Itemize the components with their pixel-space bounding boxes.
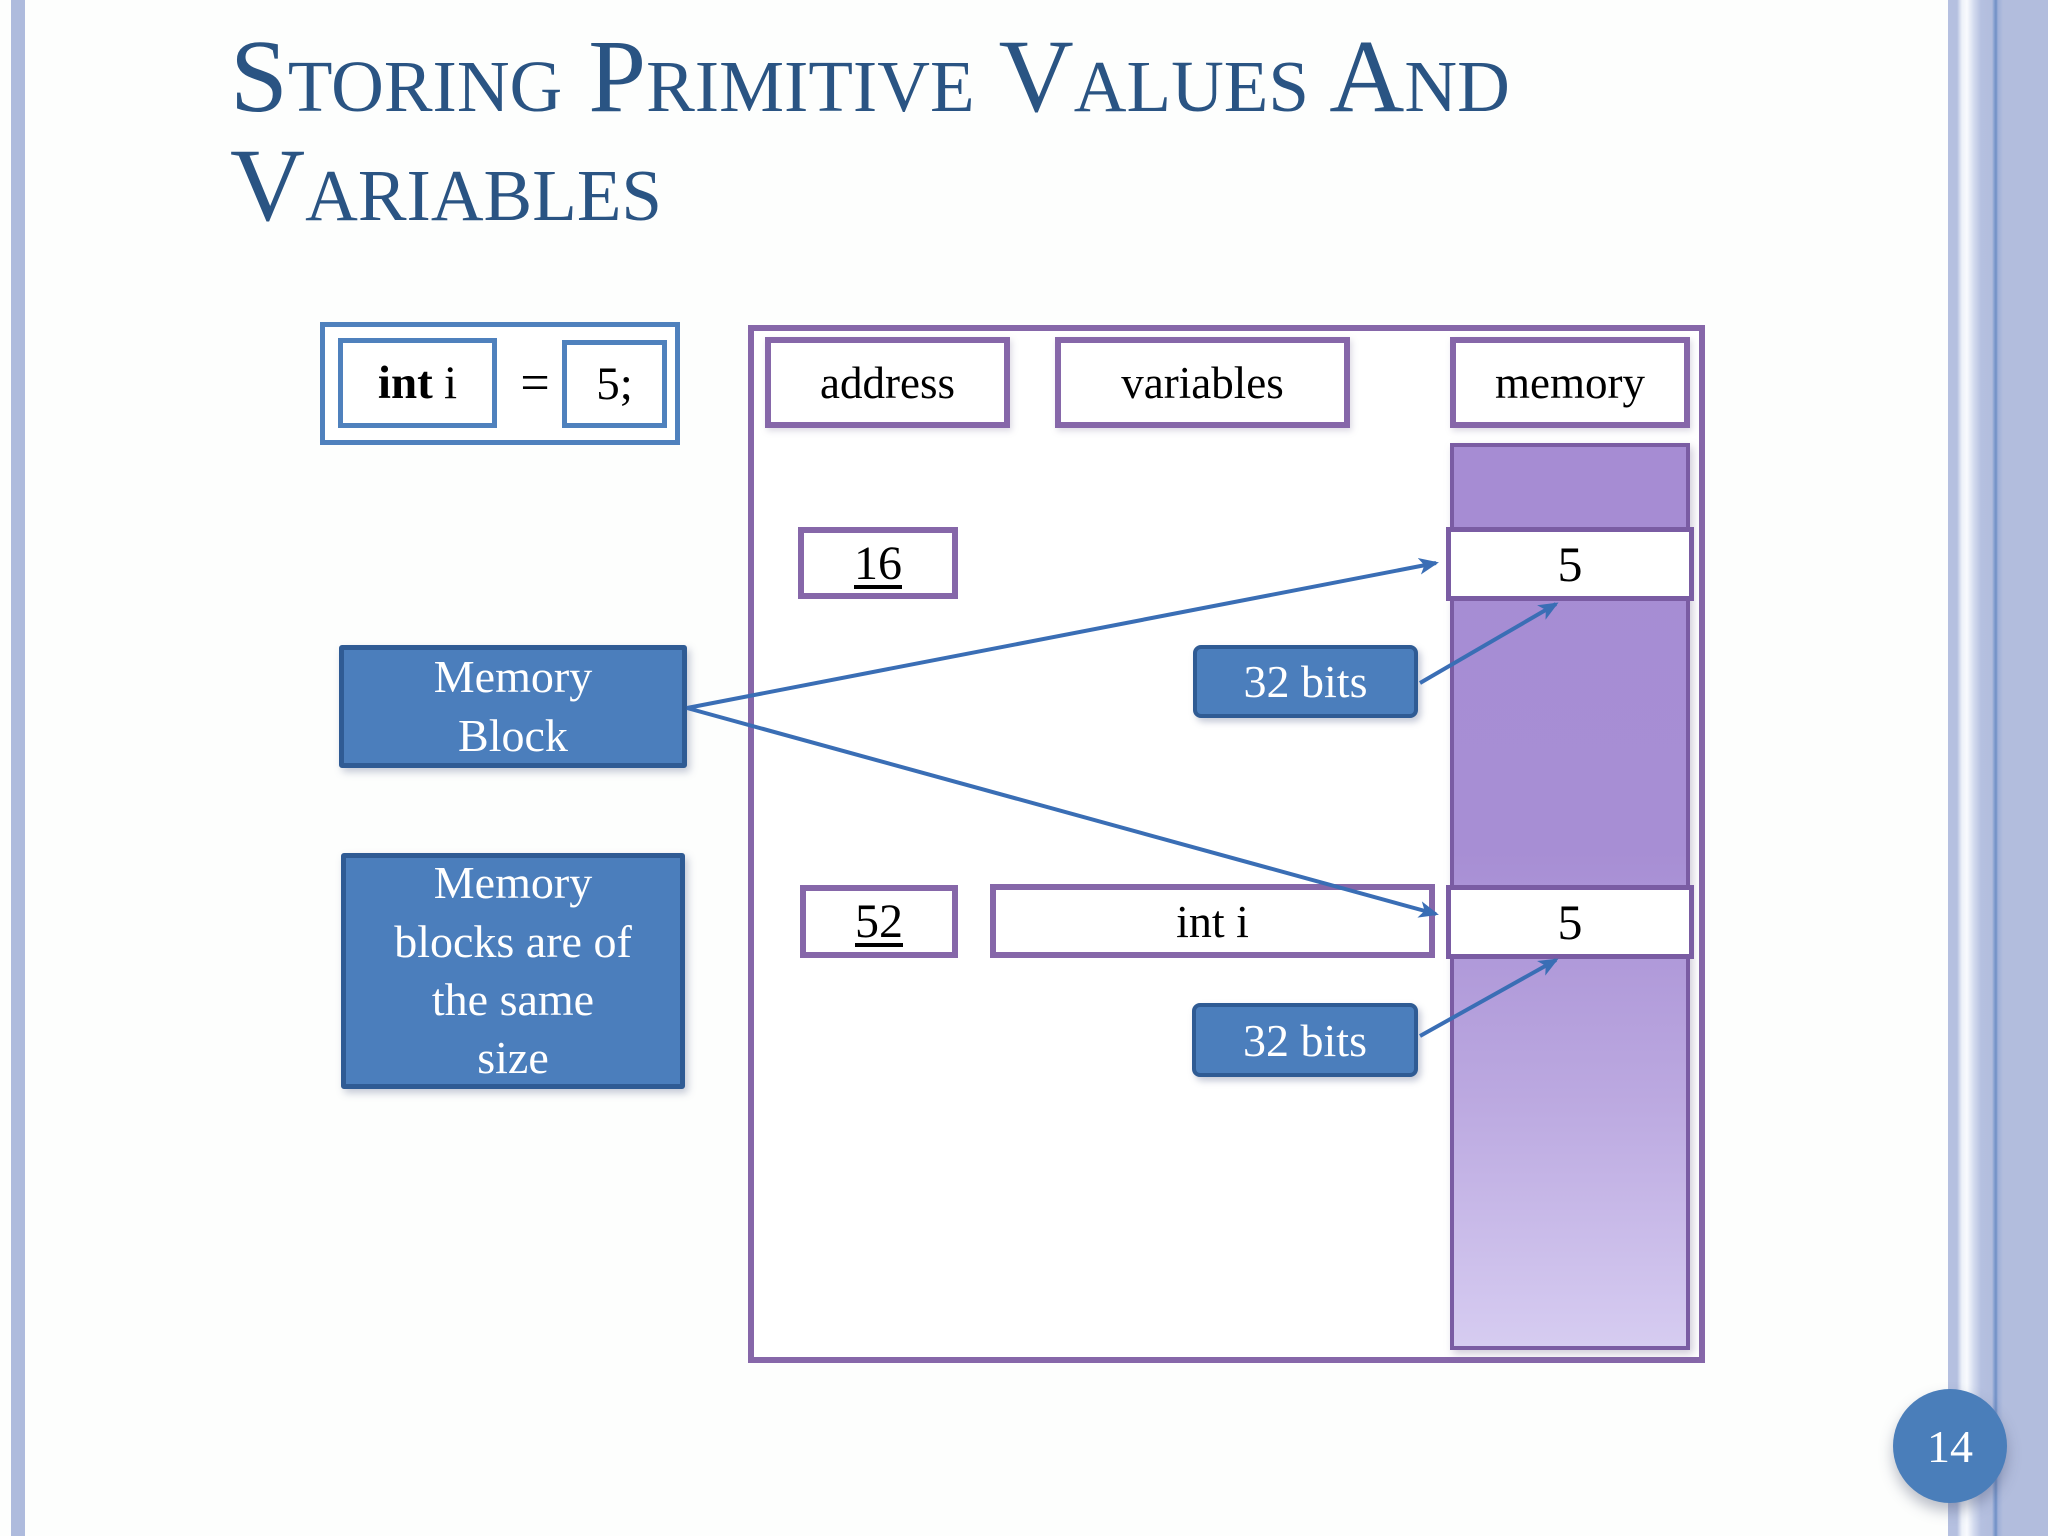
same-size-line: the same — [431, 974, 595, 1025]
memory-cell-row2-value: 5 — [1446, 885, 1694, 959]
memory-column-header: memory — [1450, 337, 1690, 428]
same-size-line: size — [477, 1032, 549, 1084]
address-52-box: 52 — [800, 885, 958, 958]
code-variable-i: i — [444, 357, 458, 409]
title-line-1: Storing Primitive Values And — [230, 19, 1510, 134]
bits-label-row1: 32 bits — [1193, 645, 1418, 718]
same-size-callout: Memory blocks are of the same size — [341, 853, 685, 1089]
left-border-stripe — [11, 0, 25, 1536]
title-line-2: Variables — [230, 128, 663, 244]
address-16-box: 16 — [798, 527, 958, 599]
code-value-box: 5; — [562, 340, 667, 428]
slide-title: Storing Primitive Values And Variables — [230, 19, 1950, 244]
memory-diagram-frame: address variables memory 5 5 16 52 int i… — [748, 325, 1705, 1363]
variables-column-header: variables — [1055, 337, 1350, 428]
address-16-label: 16 — [854, 536, 902, 590]
address-52-label: 52 — [855, 895, 903, 948]
memory-block-line: Block — [458, 709, 568, 761]
right-border-stripe — [1948, 0, 2048, 1536]
same-size-line: Memory — [433, 857, 593, 909]
memory-block-line: Memory — [433, 651, 593, 703]
address-column-header: address — [765, 337, 1010, 428]
memory-block-callout: Memory Block — [339, 645, 687, 768]
bits-label-row2: 32 bits — [1192, 1003, 1418, 1077]
memory-cell-row1-value: 5 — [1446, 527, 1694, 601]
variable-int-i-box: int i — [990, 884, 1435, 958]
code-keyword-int: int — [377, 357, 433, 409]
page-number-badge: 14 — [1893, 1389, 2007, 1503]
page-number: 14 — [1927, 1420, 1973, 1472]
equals-sign: = — [520, 354, 550, 412]
same-size-line: blocks are of — [394, 915, 632, 967]
